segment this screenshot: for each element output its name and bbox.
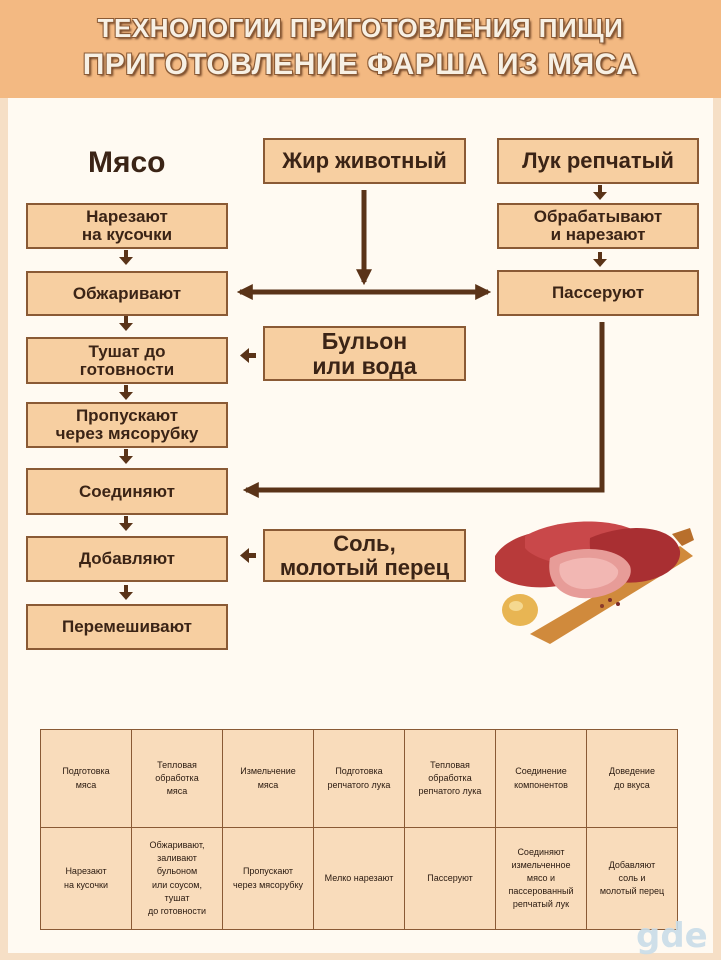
onion-step-arrows [593,185,607,267]
table-header-row: Подготовка мяса Тепловая обработка мяса … [40,729,678,828]
onion-box: Лук репчатый [497,138,699,184]
table-row: Нарезают на кусочки Обжаривают, заливают… [40,827,678,930]
meat-board-illustration [495,521,694,644]
meat-title: Мясо [88,146,166,179]
salt-box: Соль, молотый перец [263,529,466,582]
table-cell: Мелко нарезают [313,827,405,930]
table-header-cell: Измельчение мяса [222,729,314,828]
table-header-cell: Тепловая обработка мяса [131,729,223,828]
fat-label: Жир животный [282,148,447,174]
table-header-cell: Доведение до вкуса [586,729,678,828]
broth-box: Бульон или вода [263,326,466,381]
table-header-cell: Соединение компонентов [495,729,587,828]
table-cell: Обжаривают, заливают бульоном или соусом… [131,827,223,930]
header-banner: ТЕХНОЛОГИИ ПРИГОТОВЛЕНИЯ ПИЩИ ПРИГОТОВЛЕ… [0,0,721,98]
onion-step-prepare: Обрабатывают и нарезают [497,203,699,249]
meat-step-fry: Обжаривают [26,271,228,316]
meat-step-cut: Нарезают на кусочки [26,203,228,249]
header-title: ПРИГОТОВЛЕНИЕ ФАРША ИЗ МЯСА [82,48,639,81]
onion-step-saute: Пассеруют [497,270,699,316]
table-cell: Добавляют соль и молотый перец [586,827,678,930]
watermark-logo: gde [636,916,708,956]
fat-box: Жир животный [263,138,466,184]
meat-step-arrows [119,250,133,600]
meat-step-stew: Тушат до готовности [26,337,228,384]
header-subject: ТЕХНОЛОГИИ ПРИГОТОВЛЕНИЯ ПИЩИ [97,13,624,43]
meat-step-combine: Соединяют [26,468,228,515]
meat-step-add: Добавляют [26,536,228,582]
summary-table: Подготовка мяса Тепловая обработка мяса … [40,729,678,930]
onion-to-combine-arrow [242,322,605,499]
table-header-cell: Подготовка репчатого лука [313,729,405,828]
meat-step-mince: Пропускают через мясорубку [26,402,228,448]
table-cell: Соединяют измельченное мясо и пассерован… [495,827,587,930]
side-input-arrows [240,348,256,563]
table-header-cell: Подготовка мяса [40,729,132,828]
table-cell: Пассеруют [404,827,496,930]
table-cell: Пропускают через мясорубку [222,827,314,930]
onion-label: Лук репчатый [522,148,674,174]
meat-step-mix: Перемешивают [26,604,228,650]
table-cell: Нарезают на кусочки [40,827,132,930]
table-header-cell: Тепловая обработка репчатого лука [404,729,496,828]
